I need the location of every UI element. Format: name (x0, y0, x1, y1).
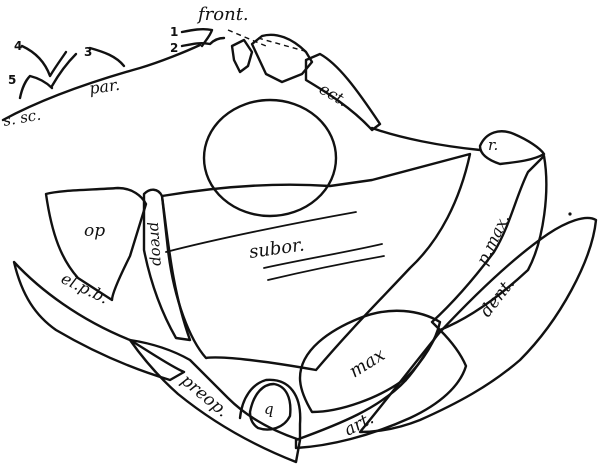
suborbital (162, 154, 470, 370)
number-5: 5 (8, 73, 16, 87)
spine-4 (22, 46, 66, 76)
label-dent: dent. (476, 274, 519, 321)
label-q: q (264, 400, 274, 418)
spine-5 (20, 76, 52, 98)
label-ssc: s. sc. (2, 106, 43, 130)
number-4: 4 (14, 39, 22, 53)
number-3: 3 (84, 45, 92, 59)
label-elpb: el.p.b. (58, 269, 112, 308)
snout-top-line (372, 128, 480, 150)
label-front: front. (196, 4, 249, 25)
frontal-bone-2 (252, 35, 312, 82)
number-1: 1 (170, 25, 178, 39)
label-preop-inner: preop (146, 221, 167, 267)
frontal-bone-1 (232, 40, 252, 72)
label-max: max (346, 344, 389, 382)
label-subor: subor. (248, 234, 306, 263)
frontal-dashed-line-2 (258, 38, 308, 52)
epibranchial (14, 262, 184, 380)
spine-stub-1 (52, 54, 76, 86)
orbit (204, 100, 336, 216)
dot-mark (568, 212, 571, 215)
label-art: art. (341, 408, 377, 440)
label-op: op (84, 221, 105, 241)
suborbital-line-3 (268, 256, 384, 280)
label-par: par. (88, 75, 121, 98)
label-r: r. (488, 136, 498, 154)
spine-3 (90, 48, 124, 66)
articular (296, 330, 466, 448)
label-pmax: p.max. (473, 211, 514, 268)
number-2: 2 (170, 41, 178, 55)
